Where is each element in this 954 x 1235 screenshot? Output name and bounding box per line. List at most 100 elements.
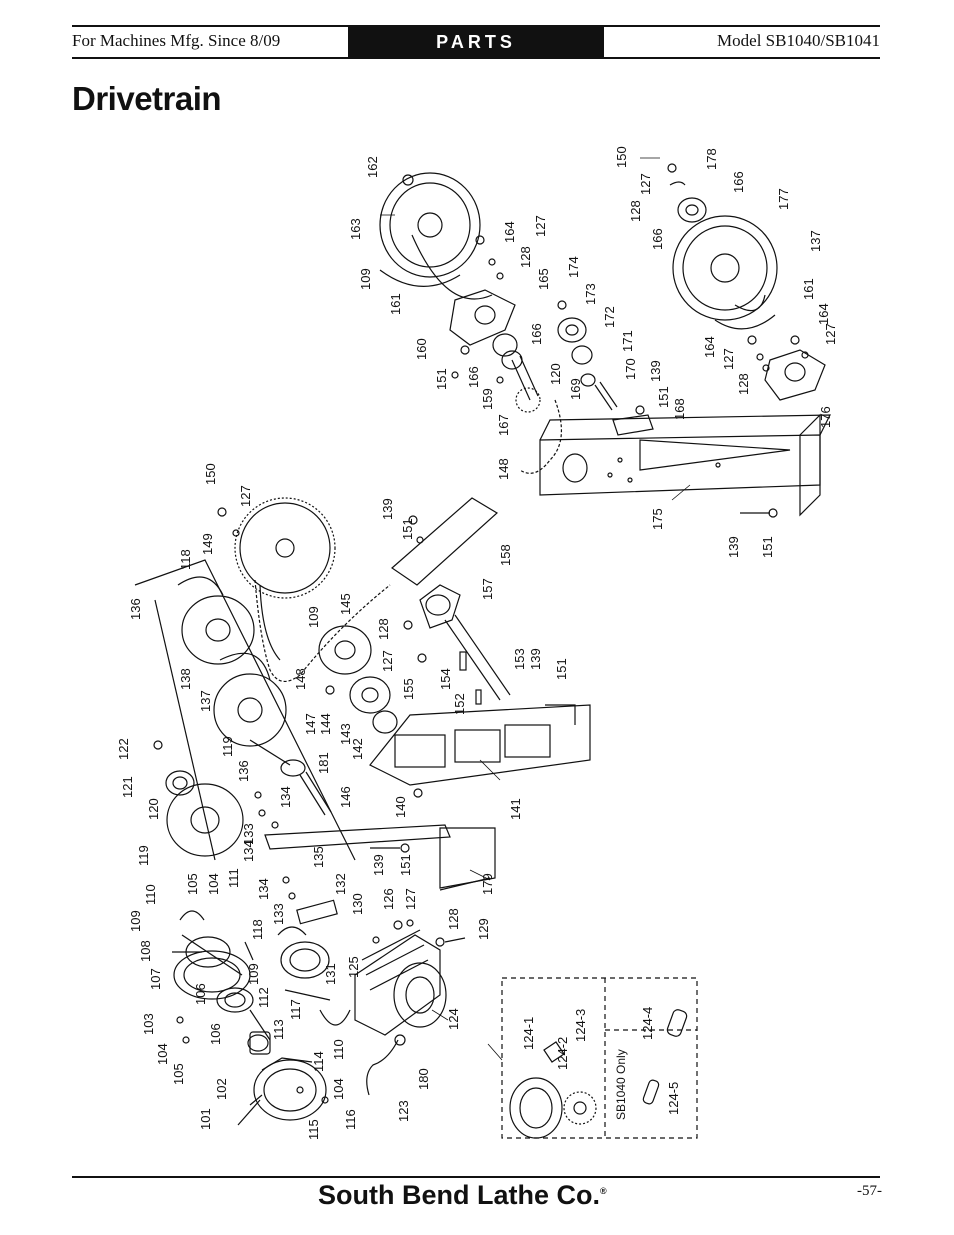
callout: 155 xyxy=(401,678,416,700)
callout: 144 xyxy=(318,713,333,735)
callout: 151 xyxy=(656,386,671,408)
callout: 169 xyxy=(568,378,583,400)
callout: 136 xyxy=(128,598,143,620)
callout: 166 xyxy=(529,323,544,345)
callout: 151 xyxy=(398,854,413,876)
callout: 110 xyxy=(331,1039,346,1060)
callout: 127 xyxy=(823,323,838,345)
callout: 172 xyxy=(602,306,617,328)
callout: 160 xyxy=(414,338,429,360)
callout: 103 xyxy=(141,1013,156,1035)
callout: 118 xyxy=(250,919,265,940)
callout: 139 xyxy=(371,854,386,876)
callout: 178 xyxy=(704,148,719,170)
callout: 148 xyxy=(496,458,511,480)
callout: 127 xyxy=(638,173,653,195)
callout: 151 xyxy=(760,536,775,558)
header-machines-note: For Machines Mfg. Since 8/09 xyxy=(72,31,281,50)
callout: 151 xyxy=(400,518,415,540)
callout: 142 xyxy=(350,738,365,760)
callout: 166 xyxy=(466,366,481,388)
callout: 120 xyxy=(146,798,161,820)
pillow-block-and-shaft xyxy=(369,497,591,786)
callout: 105 xyxy=(171,1063,186,1085)
callout: 131 xyxy=(323,963,338,985)
callout: 104 xyxy=(155,1043,170,1065)
callout: 168 xyxy=(672,398,687,420)
callout: 128 xyxy=(518,246,533,268)
callout: 117 xyxy=(288,999,303,1020)
callout: 134 xyxy=(256,878,271,900)
motor-pulley-assembly xyxy=(172,910,351,1126)
callout: 129 xyxy=(476,918,491,940)
callout: 107 xyxy=(148,968,163,990)
footer-rule xyxy=(72,1176,880,1178)
callout: 133 xyxy=(241,823,256,845)
callout: 177 xyxy=(776,188,791,210)
callout: 127 xyxy=(533,215,548,237)
callout: 125 xyxy=(346,956,361,978)
callout: 132 xyxy=(333,873,348,895)
callout: 137 xyxy=(198,690,213,712)
callout: 163 xyxy=(348,218,363,240)
leader-lines xyxy=(380,157,691,1061)
callout: 157 xyxy=(480,578,495,600)
callout: 133 xyxy=(271,903,286,925)
callout: 174 xyxy=(566,256,581,278)
callout: 101 xyxy=(198,1108,213,1130)
callout: 113 xyxy=(271,1019,286,1040)
callout: 105 xyxy=(185,873,200,895)
callout: 109 xyxy=(358,268,373,290)
callout: 164 xyxy=(702,336,717,358)
callout: 176 xyxy=(818,406,833,428)
callout: 164 xyxy=(502,221,517,243)
callout: 140 xyxy=(393,796,408,818)
callout: 139 xyxy=(726,536,741,558)
callout: 134 xyxy=(278,786,293,808)
callout: 161 xyxy=(388,293,403,315)
callout: 122 xyxy=(116,738,131,760)
callout: 159 xyxy=(480,388,495,410)
callout: 120 xyxy=(548,363,563,385)
callout: 138 xyxy=(178,668,193,690)
page-header: For Machines Mfg. Since 8/09 PARTS Model… xyxy=(72,25,880,59)
callout: 124-4 xyxy=(640,1007,655,1040)
callout: 181 xyxy=(316,752,331,774)
callout: 171 xyxy=(620,330,635,352)
callout: 162 xyxy=(365,156,380,178)
callout: 175 xyxy=(650,508,665,530)
brand-logo: South Bend Lathe Co.® xyxy=(318,1180,607,1211)
callout: 119 xyxy=(136,845,151,866)
callout: 147 xyxy=(303,713,318,735)
motor xyxy=(354,919,466,1096)
callout: 124-3 xyxy=(573,1009,588,1042)
callout: 139 xyxy=(380,498,395,520)
callout: 136 xyxy=(236,760,251,782)
callout: 158 xyxy=(498,544,513,566)
callout: 119 xyxy=(220,736,235,757)
callout: 102 xyxy=(214,1078,229,1100)
callout: 180 xyxy=(416,1068,431,1090)
callout: 148 xyxy=(293,668,308,690)
callout: 135 xyxy=(311,846,326,868)
callout: 124-1 xyxy=(521,1017,536,1050)
inset-label: SB1040 Only xyxy=(614,1049,628,1120)
callout: 108 xyxy=(138,940,153,962)
inset-box xyxy=(501,977,698,1139)
callout: 115 xyxy=(306,1119,321,1140)
callout: 173 xyxy=(583,283,598,305)
callout: 126 xyxy=(381,888,396,910)
page-title: Drivetrain xyxy=(72,80,222,117)
header-model-number: Model SB1040/SB1041 xyxy=(717,31,880,50)
callout: 104 xyxy=(331,1078,346,1100)
sheave-stack xyxy=(134,559,356,861)
callout: 166 xyxy=(731,171,746,193)
idler-hub-assembly xyxy=(318,620,427,734)
motor-side-pulley xyxy=(667,163,826,401)
callout: 128 xyxy=(446,908,461,930)
callout: 128 xyxy=(628,200,643,222)
callout: 109 xyxy=(246,963,261,985)
callout: 109 xyxy=(128,910,143,932)
callout: 124 xyxy=(446,1008,461,1030)
